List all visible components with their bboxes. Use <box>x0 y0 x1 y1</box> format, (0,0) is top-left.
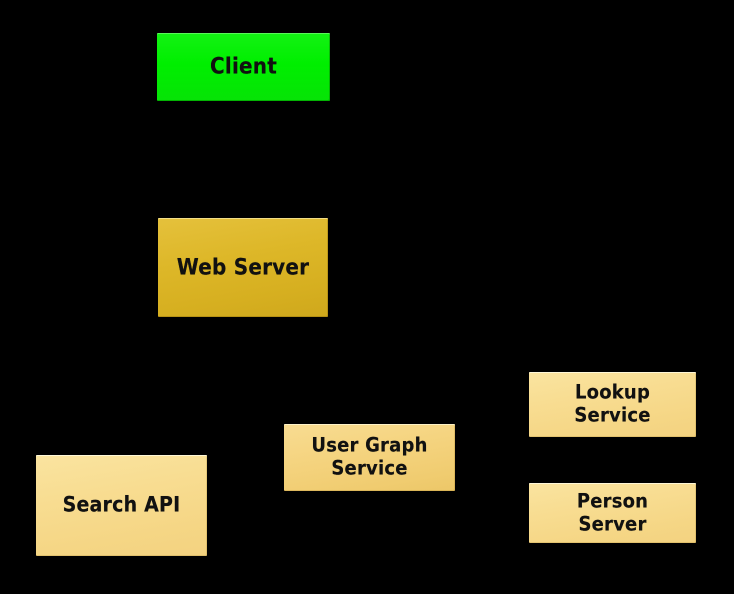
node-client[interactable]: Client <box>157 33 330 101</box>
node-search-api[interactable]: Search API <box>36 455 207 556</box>
node-person-server-label: Person Server <box>576 489 649 537</box>
node-web-server-label: Web Server <box>176 253 310 280</box>
node-client-label: Client <box>210 52 277 80</box>
node-user-graph-service[interactable]: User Graph Service <box>284 424 455 491</box>
node-person-server[interactable]: Person Server <box>529 483 696 543</box>
node-web-server[interactable]: Web Server <box>158 218 328 317</box>
node-lookup-service-label: Lookup Service <box>574 381 651 428</box>
node-search-api-label: Search API <box>62 493 181 518</box>
node-user-graph-service-label: User Graph Service <box>311 434 428 481</box>
node-lookup-service[interactable]: Lookup Service <box>529 372 696 437</box>
